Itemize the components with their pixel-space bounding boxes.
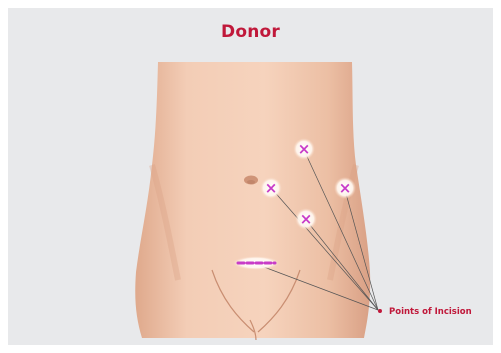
callout-label: Points of Incision: [389, 307, 472, 317]
incision-marker-4: ×: [295, 208, 317, 230]
incision-x-icon: ×: [298, 140, 311, 158]
navel-highlight: [247, 180, 255, 184]
diagram-title: Donor: [0, 22, 501, 42]
incision-x-icon: ×: [265, 179, 278, 197]
incision-marker-1: ×: [293, 138, 315, 160]
incision-marker-2: ×: [260, 177, 282, 199]
incision-marker-3: ×: [334, 177, 356, 199]
horizontal-incision: [232, 256, 280, 270]
incision-x-icon: ×: [300, 210, 313, 228]
torso: [135, 62, 370, 338]
incision-x-icon: ×: [339, 179, 352, 197]
callout-anchor-dot: [378, 309, 382, 313]
